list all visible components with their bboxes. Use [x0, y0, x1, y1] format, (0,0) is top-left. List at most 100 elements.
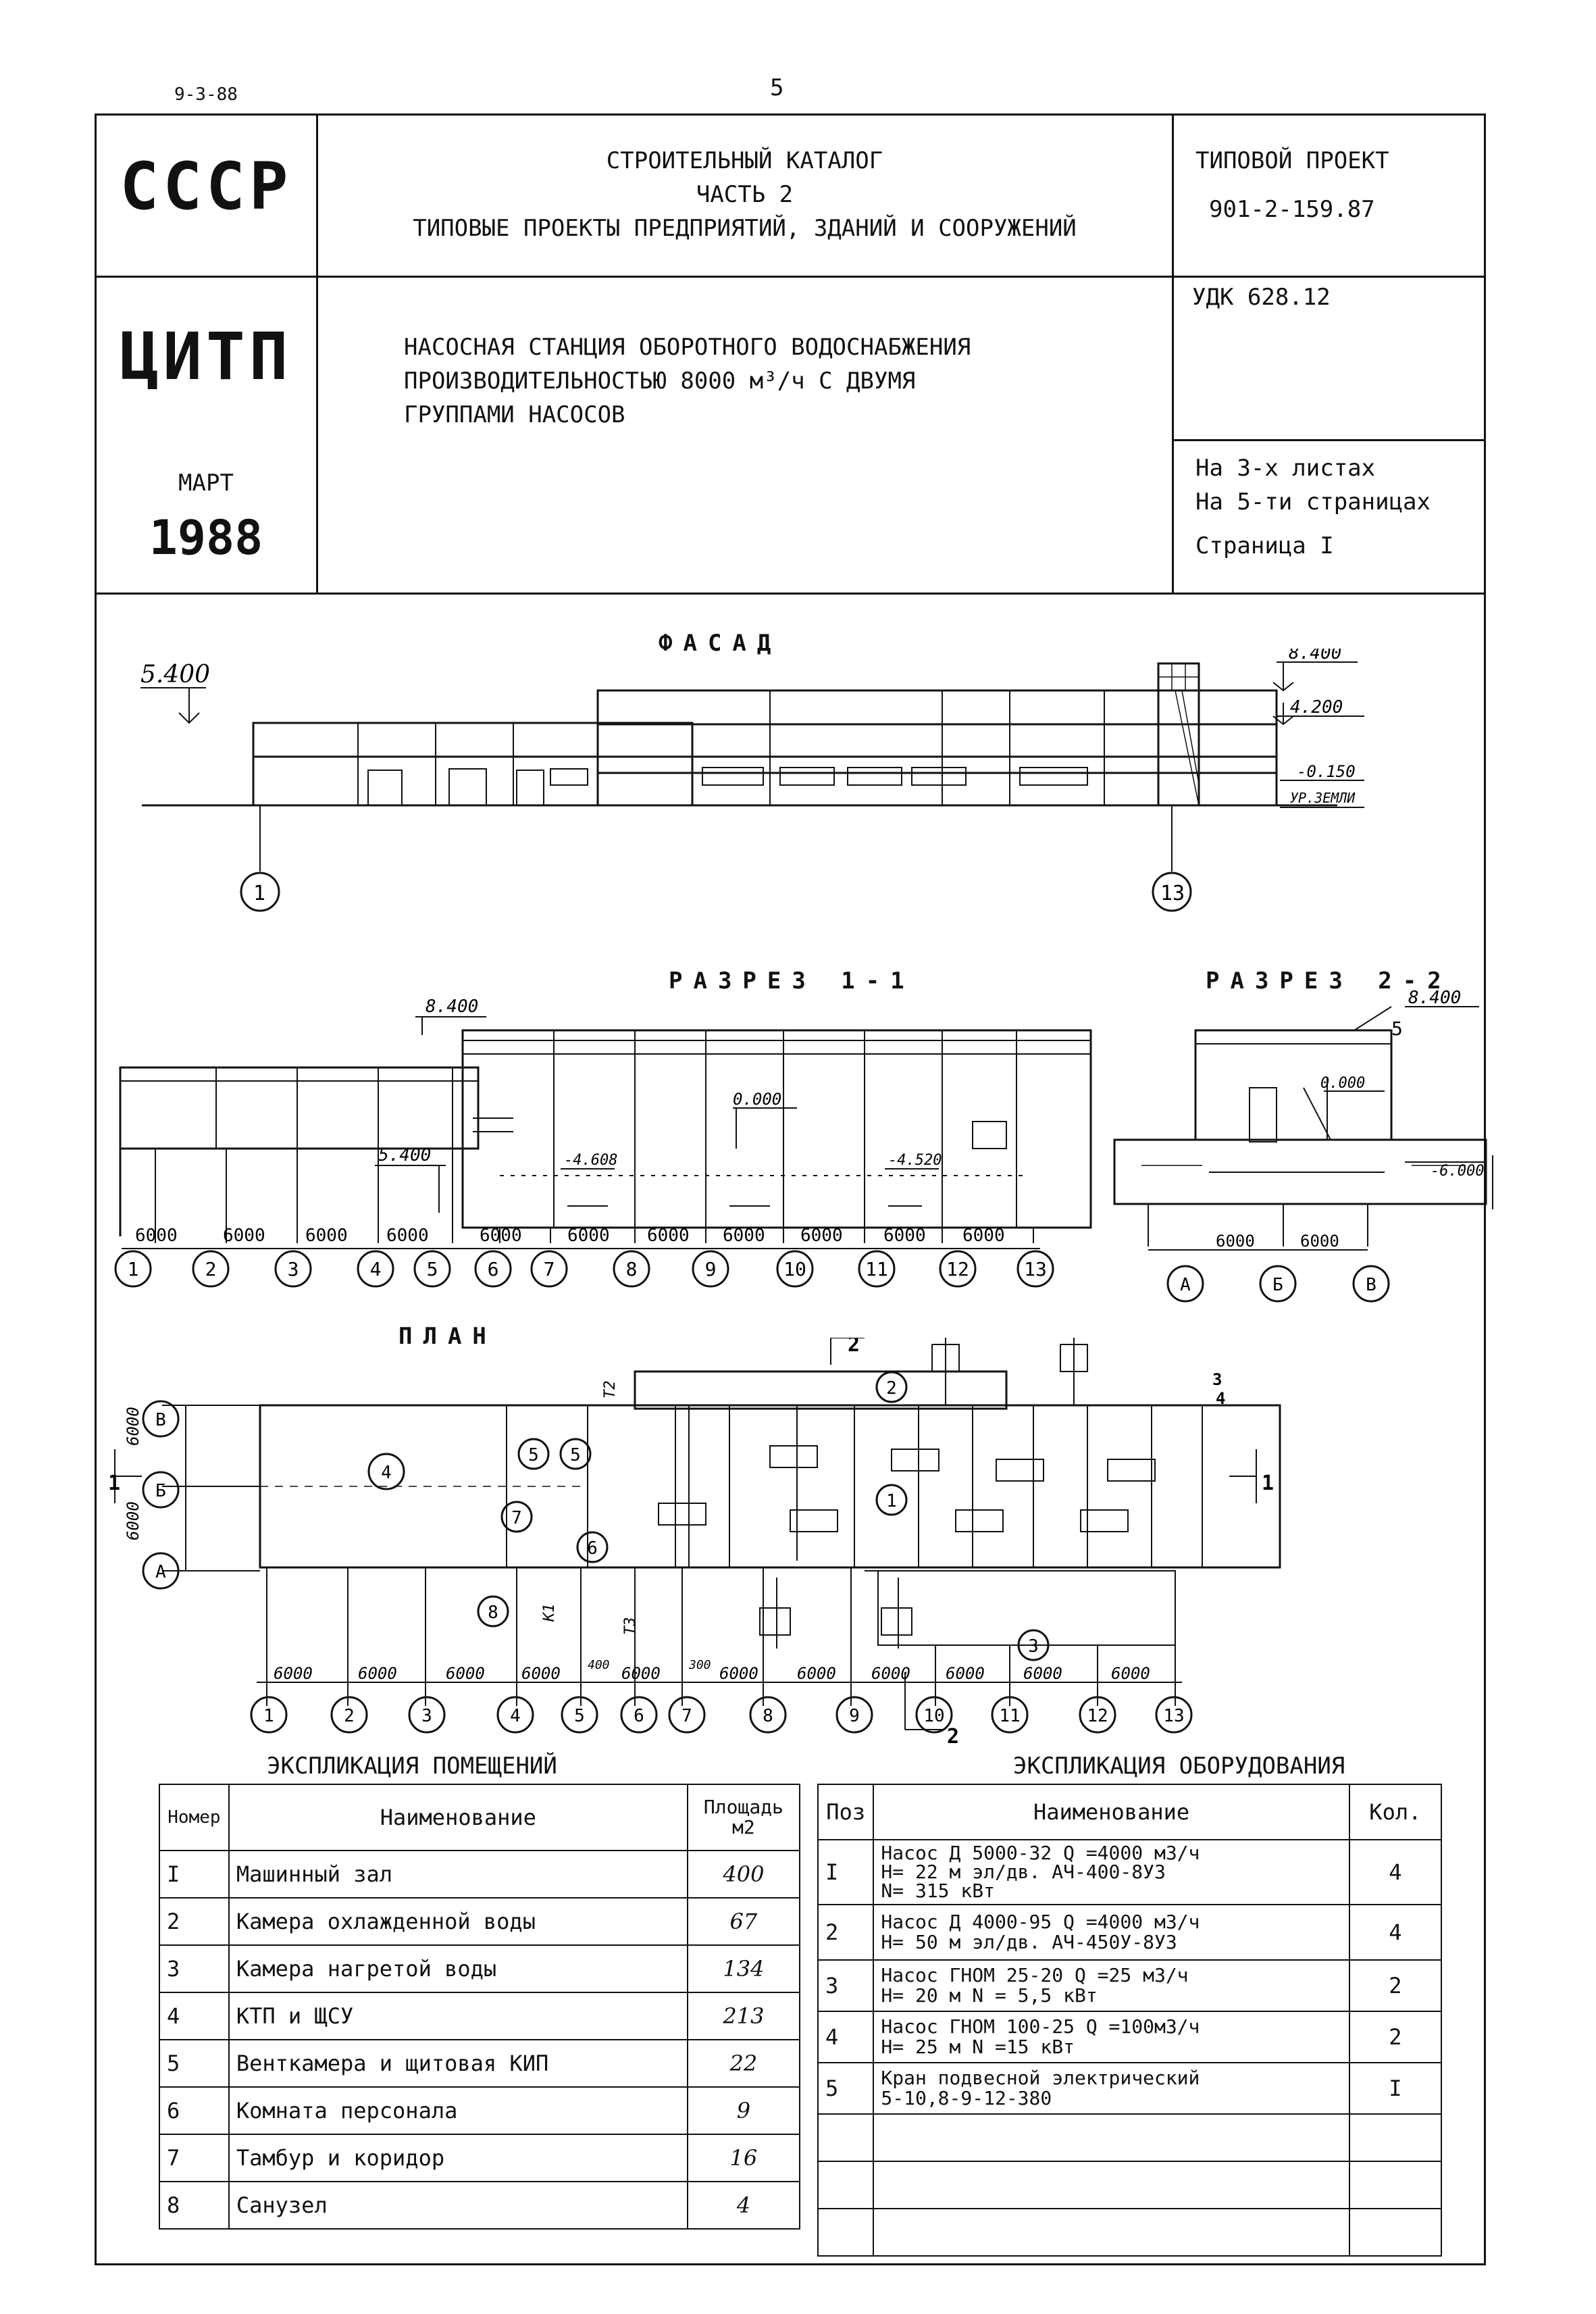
catalog-line-1: СТРОИТЕЛЬНЫЙ КАТАЛОГ: [606, 147, 883, 174]
facade-mark-ground: УР.ЗЕМЛИ: [1290, 790, 1356, 806]
facade-title: ФАСАД: [659, 630, 782, 657]
axis-12: 12: [946, 1258, 969, 1280]
equipment-name-line: Кран подвесной электрический: [881, 2067, 1200, 2089]
section22-axis-a: А: [1180, 1275, 1191, 1295]
plan-row-b: Б: [155, 1481, 166, 1501]
axis-10: 10: [783, 1258, 806, 1280]
room-name: Машинный зал: [228, 1850, 688, 1898]
section22-mark-6000: -6.000: [1431, 1163, 1484, 1180]
equipment-name: Насос ГНОМ 25-20 Q =25 м3/ч Н= 20 м N = …: [873, 1959, 1350, 2012]
equipment-name-line: Насос Д 5000-32 Q =4000 м3/ч: [881, 1842, 1200, 1864]
country-label: СССР: [120, 149, 292, 224]
axis-11: 11: [865, 1258, 888, 1280]
axis-9: 9: [705, 1258, 717, 1280]
plan-span-10: 6000: [1023, 1664, 1062, 1683]
rooms-col-name: Наименование: [228, 1784, 688, 1851]
table-row: 3 Камера нагретой воды 134: [159, 1944, 801, 1993]
org-label: ЦИТП: [120, 319, 292, 395]
plan-span-1: 6000: [274, 1664, 313, 1683]
axis-5: 5: [427, 1258, 438, 1280]
header-divider-1: [95, 276, 1486, 278]
equipment-pos: 5: [817, 2062, 875, 2115]
table-row: 4 Насос ГНОМ 100-25 Q =100м3/ч Н= 25 м N…: [817, 2011, 1443, 2063]
header-divider-2: [1172, 439, 1486, 441]
plan-axis-1: 1: [263, 1706, 274, 1726]
plan-row-span-2: 6000: [124, 1501, 143, 1540]
plan-row-a: А: [155, 1562, 166, 1582]
table-row: I Машинный зал 400: [159, 1850, 801, 1898]
plan-room-5b: 5: [570, 1445, 581, 1465]
plan-axis-5: 5: [574, 1706, 585, 1726]
month-label: МАРТ: [178, 470, 234, 497]
title-line-2: ПРОИЗВОДИТЕЛЬНОСТЬЮ 8000 м³/ч С ДВУМЯ: [404, 368, 916, 395]
equipment-name-line: Н= 22 м эл/дв. АЧ-400-8УЗ: [881, 1861, 1166, 1883]
equipment-col-pos: Поз: [817, 1784, 875, 1840]
plan-misc-k1: K1: [541, 1604, 558, 1623]
plan-axis-8: 8: [763, 1706, 773, 1726]
facade-mark-5400: 5.400: [140, 661, 210, 688]
room-name: КТП и ЩСУ: [228, 1992, 688, 2040]
room-area: 400: [686, 1850, 801, 1898]
table-row-empty: [817, 2161, 1443, 2209]
section22-axis-b: Б: [1272, 1275, 1283, 1295]
table-row: 6 Комната персонала 9: [159, 2086, 801, 2135]
title-line-1: НАСОСНАЯ СТАНЦИЯ ОБОРОТНОГО ВОДОСНАБЖЕНИ…: [404, 334, 971, 361]
section22-span-1: 6000: [1216, 1232, 1255, 1251]
span-9: 6000: [800, 1226, 843, 1246]
axis-3: 3: [288, 1258, 299, 1280]
room-area: 213: [686, 1992, 801, 2040]
table-row: 5 Кран подвесной электрический 5-10,8-9-…: [817, 2062, 1443, 2115]
plan-misc-300: 300: [688, 1658, 711, 1672]
room-num: 5: [159, 2039, 230, 2088]
plan-cut-1-left: 1: [108, 1472, 120, 1495]
plan-room-8: 8: [488, 1603, 498, 1623]
span-2: 6000: [223, 1226, 265, 1246]
plan-axis-7: 7: [681, 1706, 692, 1726]
header-divider-bottom: [95, 593, 1486, 595]
title-line-3: ГРУППАМИ НАСОСОВ: [404, 401, 625, 428]
section-low-block: [119, 1066, 480, 1150]
axis-6: 6: [488, 1258, 499, 1280]
room-num: 8: [159, 2181, 230, 2230]
plan-room-6: 6: [587, 1538, 598, 1559]
equipment-table: Поз Наименование Кол. I Насос Д 5000-32 …: [817, 1784, 1443, 2257]
page-index: Страница I: [1195, 532, 1334, 559]
section-1-1-title: РАЗРЕЗ 1-1: [669, 967, 915, 995]
equipment-name-line: Н= 50 м эл/дв. АЧ-450У-8УЗ: [881, 1931, 1177, 1953]
plan-misc-t3: T3: [622, 1617, 639, 1636]
equipment-col-name: Наименование: [873, 1784, 1350, 1840]
facade-mark-8400: 8.400: [1289, 649, 1341, 663]
plan-row-v: В: [155, 1410, 166, 1430]
span-10: 6000: [883, 1226, 926, 1246]
facade-axis-1: 1: [253, 882, 265, 905]
equipment-name-line: Н= 20 м N = 5,5 кВт: [881, 1984, 1098, 2007]
catalog-line-3: ТИПОВЫЕ ПРОЕКТЫ ПРЕДПРИЯТИЙ, ЗДАНИЙ И СО…: [413, 215, 1077, 242]
section-mark-5400: 5.400: [378, 1145, 431, 1165]
project-label: ТИПОВОЙ ПРОЕКТ: [1195, 147, 1389, 174]
equipment-name: Насос ГНОМ 100-25 Q =100м3/ч Н= 25 м N =…: [873, 2011, 1350, 2063]
plan-span-5: 6000: [621, 1664, 661, 1683]
plan-room-1: 1: [886, 1491, 897, 1511]
rooms-table-caption: ЭКСПЛИКАЦИЯ ПОМЕЩЕНИЙ: [267, 1753, 557, 1780]
year-label: 1988: [149, 510, 263, 565]
axis-7: 7: [544, 1258, 555, 1280]
plan-axis-9: 9: [849, 1706, 860, 1726]
room-num: 4: [159, 1992, 230, 2040]
plan-misc-400: 400: [588, 1658, 610, 1672]
section-mark-4520: -4.520: [888, 1152, 942, 1169]
equipment-qty: I: [1348, 2062, 1443, 2115]
span-1: 6000: [135, 1226, 178, 1246]
rooms-col-area: Площадь м2: [686, 1784, 801, 1851]
plan-axis-11: 11: [999, 1706, 1020, 1726]
plan-cut-1-right: 1: [1262, 1472, 1274, 1495]
equipment-name: Кран подвесной электрический 5-10,8-9-12…: [873, 2062, 1350, 2115]
project-code: 901-2-159.87: [1209, 196, 1375, 223]
span-6: 6000: [567, 1226, 610, 1246]
section22-crane-callout: 5: [1391, 1017, 1403, 1040]
facade-mark-0150: -0.150: [1297, 762, 1356, 781]
table-row: 5 Венткамера и щитовая КИП 22: [159, 2039, 801, 2088]
span-8: 6000: [723, 1226, 765, 1246]
room-name: Венткамера и щитовая КИП: [228, 2039, 688, 2088]
plan-cut-2-top: 2: [848, 1338, 860, 1357]
section-2-2-title: РАЗРЕЗ 2-2: [1206, 967, 1452, 995]
